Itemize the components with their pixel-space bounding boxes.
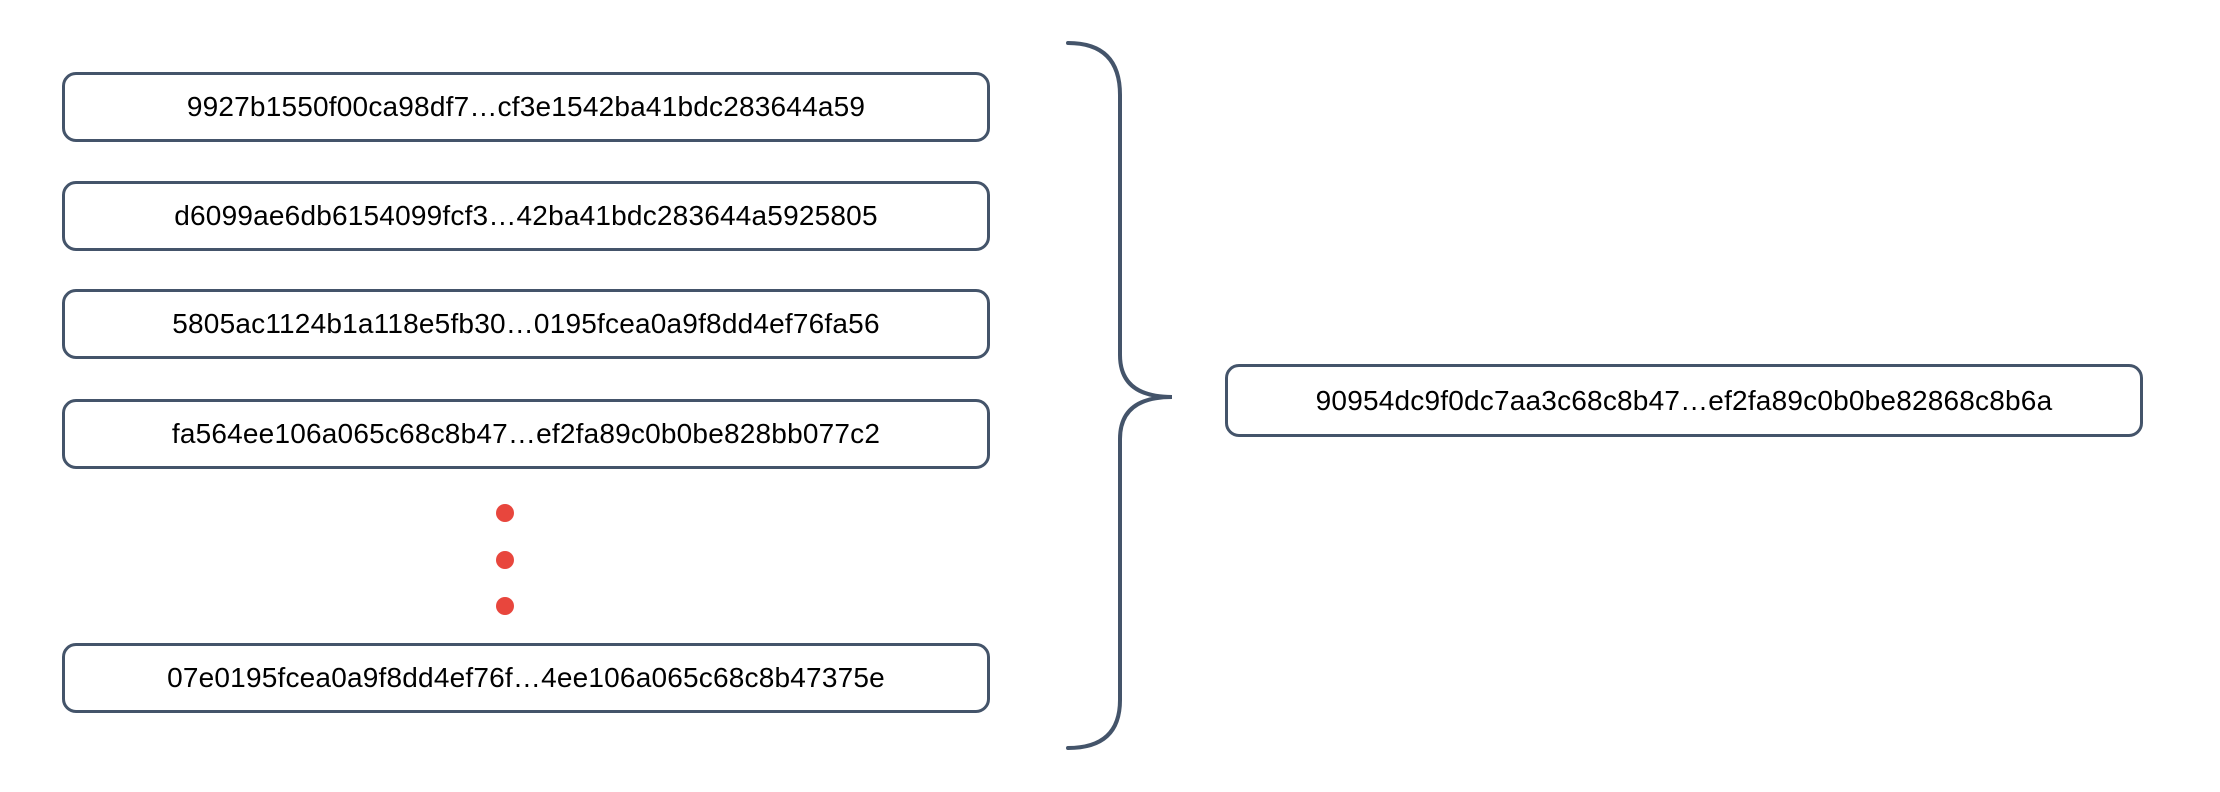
ellipsis-dot [496,550,514,569]
hash-text: 07e0195fcea0a9f8dd4ef76f…4ee106a065c68c8… [167,662,885,693]
input-hash-block-2: d6099ae6db6154099fcf3…42ba41bdc283644a59… [62,181,990,251]
hash-text: 9927b1550f00ca98df7…cf3e1542ba41bdc28364… [186,91,866,122]
ellipsis-dot [496,597,514,615]
input-hash-block-4: fa564ee106a065c68c8b47…ef2fa89c0b0be828b… [62,399,990,469]
curly-brace [1066,41,1173,750]
input-hash-block-3: 5805ac1124b1a118e5fb30…0195fcea0a9f8dd4e… [62,289,990,359]
input-hash-block-1: 9927b1550f00ca98df7…cf3e1542ba41bdc28364… [62,72,990,142]
hash-text: fa564ee106a065c68c8b47…ef2fa89c0b0be828b… [171,418,881,449]
ellipsis-dot [496,504,514,522]
output-hash-block: 90954dc9f0dc7aa3c68c8b47…ef2fa89c0b0be82… [1225,364,2143,437]
vertical-ellipsis [496,504,514,615]
hash-text: 90954dc9f0dc7aa3c68c8b47…ef2fa89c0b0be82… [1315,384,2053,416]
input-hash-block-n: 07e0195fcea0a9f8dd4ef76f…4ee106a065c68c8… [62,643,990,713]
hash-text: 5805ac1124b1a118e5fb30…0195fcea0a9f8dd4e… [172,308,880,339]
hash-text: d6099ae6db6154099fcf3…42ba41bdc283644a59… [174,200,878,231]
